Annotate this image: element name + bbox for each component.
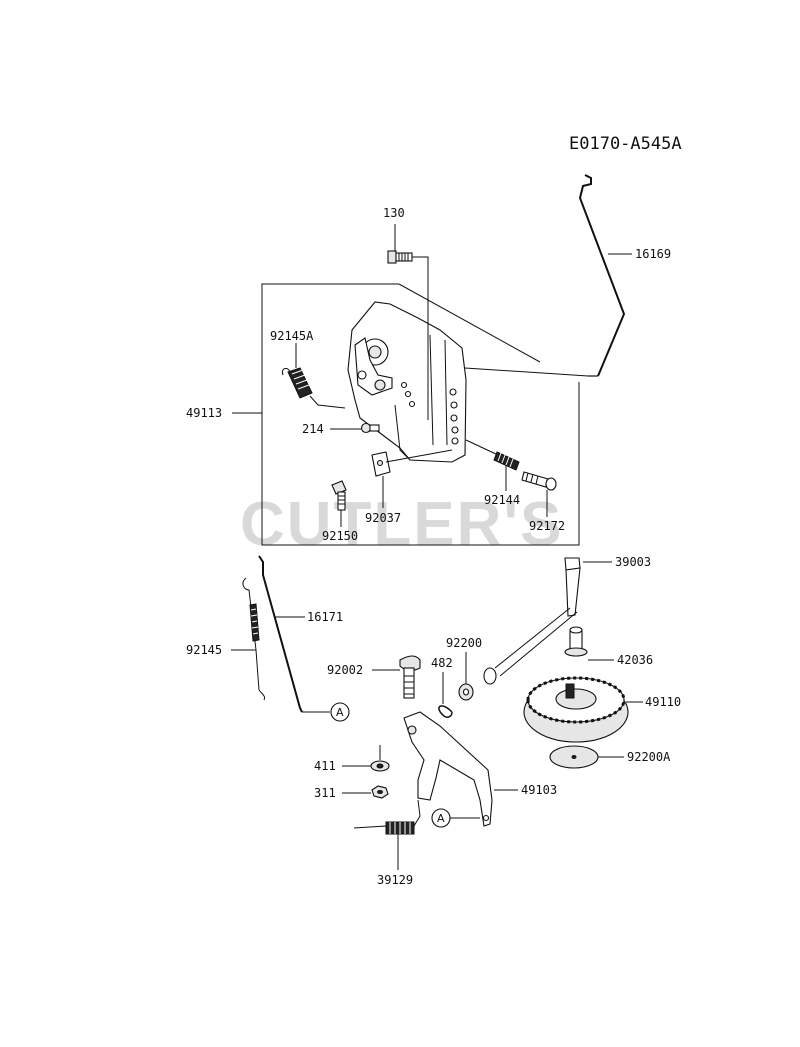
screw-92172 [521, 471, 557, 517]
washer-411 [342, 745, 390, 772]
label-482: 482 [431, 656, 453, 670]
label-92145: 92145 [186, 643, 222, 657]
label-49113: 49113 [186, 406, 222, 420]
clip-482 [438, 672, 453, 718]
label-411: 411 [314, 759, 336, 773]
diagram-code: E0170-A545A [569, 134, 682, 154]
rod-16169 [464, 174, 632, 377]
label-16169: 16169 [635, 247, 671, 261]
bolt-92150 [331, 480, 347, 527]
control-plate [347, 301, 467, 463]
label-92150: 92150 [322, 529, 358, 543]
label-92144: 92144 [484, 493, 520, 507]
svg-text:A: A [437, 812, 445, 825]
label-92200: 92200 [446, 636, 482, 650]
rod-16171 [258, 555, 330, 713]
label-92037: 92037 [365, 511, 401, 525]
label-130: 130 [383, 206, 405, 220]
ref-marker-a-1: A [330, 702, 350, 722]
label-214: 214 [302, 422, 324, 436]
gear-49110 [523, 676, 643, 743]
screw-214 [330, 422, 380, 434]
ref-marker-a-2: A [431, 808, 480, 828]
nut-311 [342, 785, 389, 799]
label-42036: 42036 [617, 653, 653, 667]
label-49110: 49110 [645, 695, 681, 709]
watermark: CUTLER'S [240, 490, 564, 559]
spring-92144 [465, 439, 520, 491]
label-39129: 39129 [377, 873, 413, 887]
bolt-92002 [372, 655, 421, 699]
label-16171: 16171 [307, 610, 343, 624]
spring-92145A [281, 343, 346, 409]
label-311: 311 [314, 786, 336, 800]
washer-92200A [549, 745, 624, 769]
pin-42036 [564, 626, 614, 661]
shaft-39003 [483, 557, 612, 685]
spring-39129 [353, 799, 421, 870]
label-39003: 39003 [615, 555, 651, 569]
label-92002: 92002 [327, 663, 363, 677]
svg-text:A: A [336, 706, 344, 719]
label-92200A: 92200A [627, 750, 671, 764]
lever-49103 [403, 711, 518, 827]
assembly-49113-outline [261, 283, 580, 546]
bracket-92037 [371, 449, 453, 508]
spring-92145 [231, 577, 265, 701]
label-92145A: 92145A [270, 329, 314, 343]
washer-92200 [458, 652, 474, 701]
label-49103: 49103 [521, 783, 557, 797]
bolt-130 [387, 224, 429, 420]
label-92172: 92172 [529, 519, 565, 533]
